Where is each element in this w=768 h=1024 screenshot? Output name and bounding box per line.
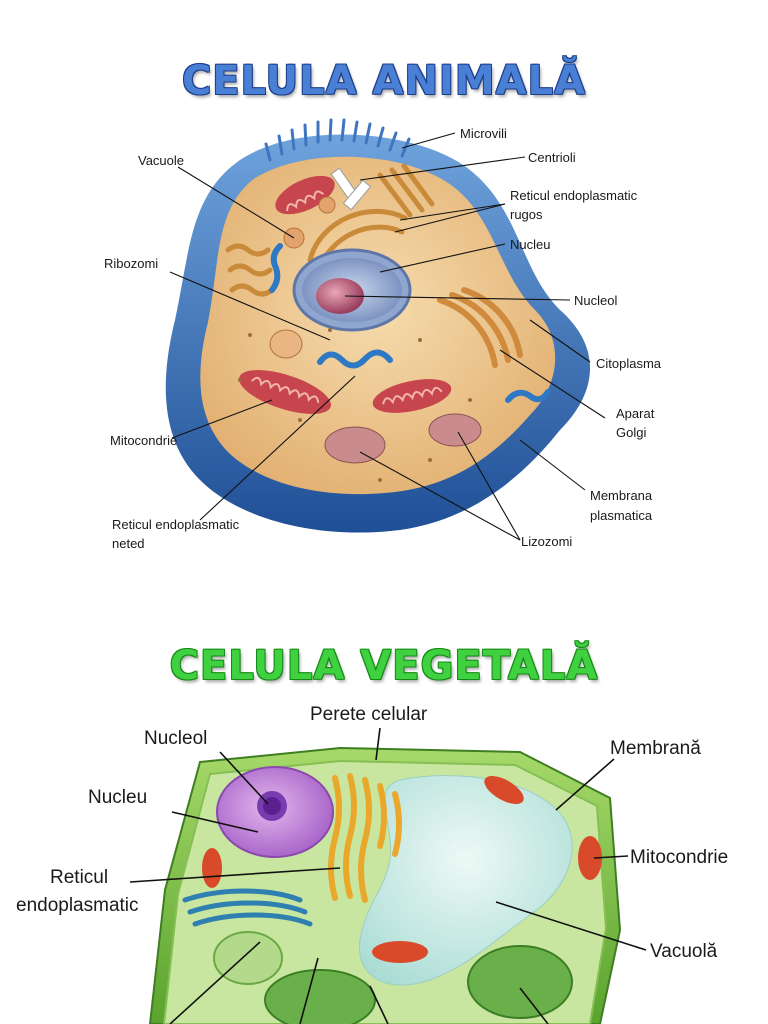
label-plant-mitocondrie: Mitocondrie: [630, 847, 728, 868]
centrioles: [330, 167, 372, 211]
plant-cell-diagram: Perete celular Nucleol Membrană Nucleu M…: [16, 704, 728, 1024]
microvilli: [264, 118, 411, 162]
label-membrana: Membrana: [590, 488, 653, 503]
plant-nucleolus: [257, 791, 287, 821]
lysosomes: [324, 413, 482, 464]
ribosomes: [238, 328, 472, 482]
label-membrana-vegetala: Membrană: [610, 738, 701, 759]
label-aparat: Aparat: [616, 406, 655, 421]
label-plant-reticul: Reticul: [50, 867, 108, 888]
label-plasmatica: plasmatica: [590, 508, 653, 523]
label-reticul-rugos: Reticul endoplasmatic: [510, 188, 638, 203]
plant-leader-lines: [129, 727, 647, 1024]
label-lizozomi: Lizozomi: [521, 534, 572, 549]
vacuoles: [269, 196, 336, 359]
nucleolus: [316, 278, 364, 314]
label-plant-endoplasmatic: endoplasmatic: [16, 895, 139, 916]
label-nucleol: Nucleol: [574, 293, 617, 308]
chloroplasts: [213, 931, 573, 1024]
label-perete-celular: Perete celular: [310, 704, 428, 725]
label-nucleu: Nucleu: [510, 237, 550, 252]
label-golgi: Golgi: [616, 425, 646, 440]
label-mitocondrie: Mitocondrie: [110, 433, 177, 448]
label-plant-nucleu: Nucleu: [88, 787, 147, 808]
plant-mitochondria: [202, 776, 602, 963]
label-plant-nucleol: Nucleol: [144, 728, 207, 749]
label-neted: neted: [112, 536, 145, 551]
mitochondria: [239, 175, 452, 414]
plant-golgi: [182, 888, 313, 927]
animal-cell-title: CELULA ANIMALĂ: [181, 58, 587, 104]
animal-cell-diagram: Microvili Centrioli Vacuole Reticul endo…: [104, 118, 662, 551]
label-reticul-neted: Reticul endoplasmatic: [112, 517, 240, 532]
plant-cell-title: CELULA VEGETALĂ: [169, 643, 599, 689]
label-microvili: Microvili: [460, 126, 507, 141]
label-centrioli: Centrioli: [528, 150, 576, 165]
label-vacuola: Vacuolă: [650, 941, 718, 962]
label-reticul-rugos-2: rugos: [510, 207, 543, 222]
smooth-er: [269, 243, 551, 403]
animal-leader-lines: [169, 132, 606, 541]
label-ribozomi: Ribozomi: [104, 256, 158, 271]
label-citoplasma: Citoplasma: [596, 356, 662, 371]
plant-er: [328, 773, 402, 903]
label-vacuole: Vacuole: [138, 153, 184, 168]
